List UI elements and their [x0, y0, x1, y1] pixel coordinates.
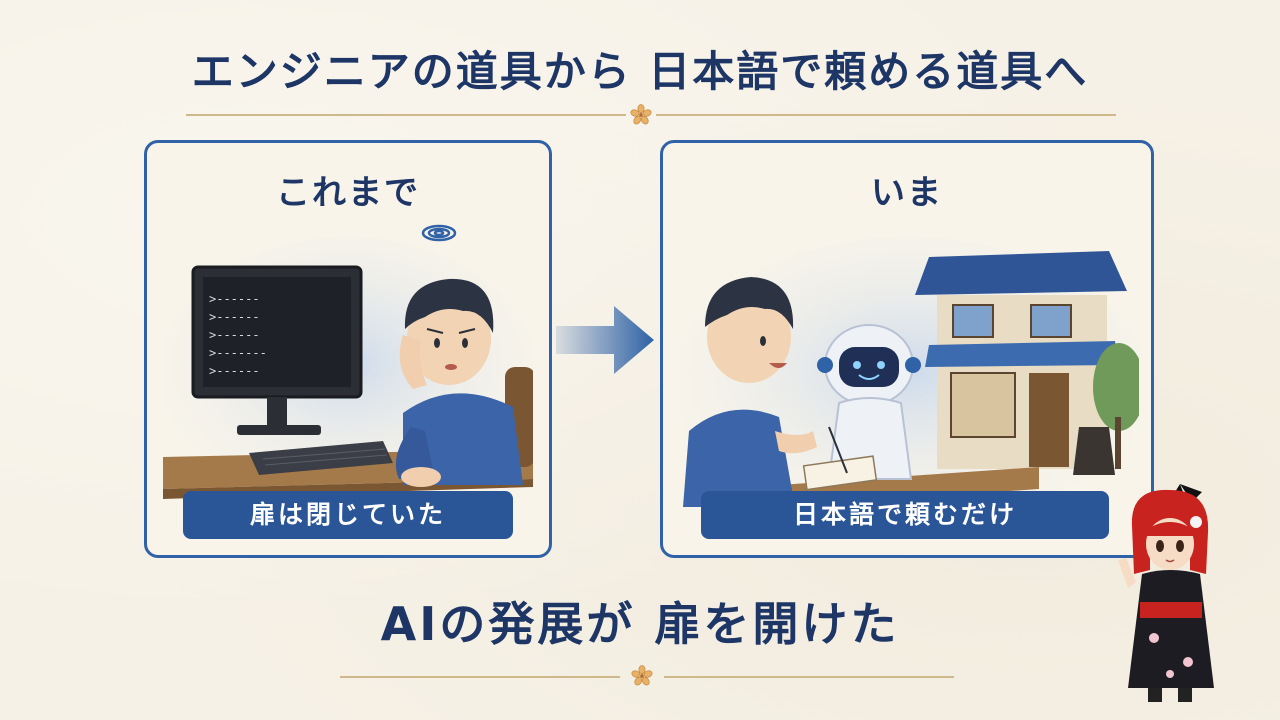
terminal-line: >------: [209, 292, 260, 306]
frustrated-engineer-illustration: >------ >------ >------ >------- >------: [163, 224, 533, 517]
sakura-flower-icon: [631, 665, 653, 686]
before-panel: これまで >------ >------ >------ >------- >-…: [144, 140, 552, 558]
terminal-line: >------: [209, 328, 260, 342]
conclusion-title: AIの発展が 扉を開けた: [380, 597, 900, 651]
terminal-line: >-------: [209, 346, 267, 360]
terminal-line: >------: [209, 310, 260, 324]
after-panel: いま: [660, 140, 1154, 558]
kimono-girl-mascot-illustration: [1118, 484, 1214, 702]
shop-building: [915, 251, 1127, 469]
terminal-line: >------: [209, 364, 260, 378]
top-divider-left: [186, 114, 626, 116]
top-divider-right: [656, 114, 1116, 116]
arrow-right-icon: [556, 306, 654, 374]
after-panel-title: いま: [871, 173, 943, 213]
bottom-divider-left: [340, 676, 620, 678]
before-caption: 扉は閉じていた: [183, 491, 513, 539]
sakura-flower-icon: [630, 104, 652, 125]
main-title: エンジニアの道具から 日本語で頼める道具へ: [191, 47, 1089, 96]
before-panel-title: これまで: [276, 173, 420, 213]
after-caption: 日本語で頼むだけ: [701, 491, 1109, 539]
bottom-divider-right: [664, 676, 954, 678]
engineer-with-robot-illustration: [679, 237, 1139, 537]
